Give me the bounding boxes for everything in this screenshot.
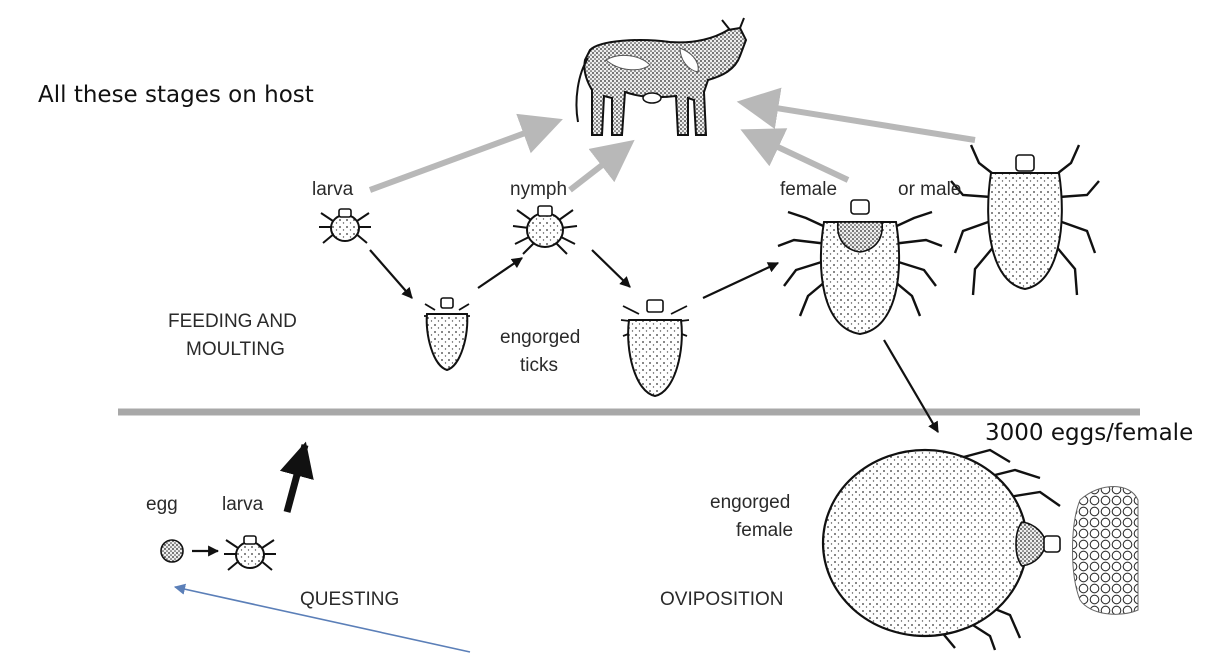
engorged-tick-icon [424,297,470,372]
return-arrow [173,583,471,653]
label-larva: larva [312,179,354,200]
label-female: female [780,179,838,200]
label-oviposition: OVIPOSITION [660,589,784,610]
arrow-female-to-oviposition [883,339,939,433]
arrow-larva-to-host [279,441,314,513]
host-note: All these stages on host [38,82,314,108]
label-ticks: ticks [520,355,558,376]
cow-icon [575,17,748,136]
label-engorged-female-1: engorged [710,492,791,513]
label-engorged: engorged [500,327,581,348]
arrow-engorged-to-female [702,262,779,299]
label-feeding-and: FEEDING AND [168,311,297,332]
tick-female-icon [777,199,943,336]
label-engorged-female-2: female [736,520,794,541]
label-nymph: nymph [510,179,568,200]
arrow-engorged-to-nymph [477,257,523,289]
host-arrow-male [736,87,976,143]
label-moulting: MOULTING [186,339,285,360]
host-arrow-larva [368,113,563,193]
eggs-per-female: 3000 eggs/female [985,420,1194,446]
label-questing: QUESTING [300,589,400,610]
egg-icon [160,539,184,563]
tick-nymph-icon [512,205,578,255]
engorged-female-icon [821,448,1061,651]
tick-larva-icon [319,208,371,244]
label-or-male: or male [898,179,962,200]
arrow-nymph-to-engorged [591,249,631,288]
host-arrow-female [740,128,850,183]
tick-larva-icon [224,535,276,571]
host-arrow-nymph [568,139,635,193]
label-larva-questing: larva [222,494,264,515]
label-egg: egg [146,494,178,515]
tick-male-icon [950,144,1100,296]
arrow-larva-to-engorged [369,249,413,299]
egg-mass-icon [1072,486,1139,615]
engorged-tick-icon [620,299,690,398]
